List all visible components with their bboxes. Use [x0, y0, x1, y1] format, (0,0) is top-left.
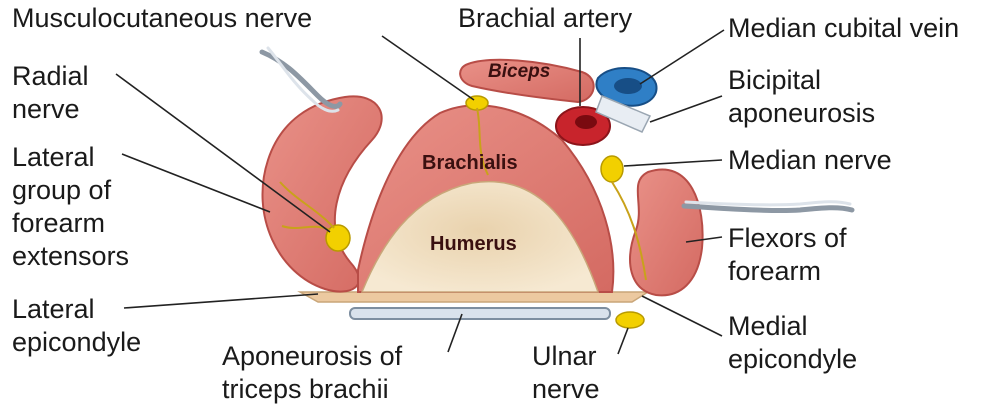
brachialis-label: Brachialis [422, 152, 518, 175]
median-nerve-dot [601, 156, 623, 182]
triceps-aponeurosis-band [350, 308, 610, 319]
lateral-epicondyle-label: Lateral epicondyle [12, 293, 141, 359]
cut-vein-right [684, 206, 852, 211]
aponeurosis-triceps-label: Aponeurosis of triceps brachii [222, 340, 402, 406]
humerus-label: Humerus [430, 233, 517, 256]
brachial-artery-label: Brachial artery [458, 2, 632, 35]
biceps-label: Biceps [488, 61, 550, 83]
flexors-of-forearm-label: Flexors of forearm [728, 222, 847, 288]
ulnar-nerve-label: Ulnar nerve [532, 340, 600, 406]
bicipital-aponeurosis-label: Bicipital aponeurosis [728, 64, 875, 130]
cut-vein-left [262, 52, 340, 106]
radial-nerve-label: Radial nerve [12, 60, 89, 126]
medial-epicondyle-label: Medial epicondyle [728, 310, 857, 376]
musculocutaneous-nerve-dot [466, 96, 488, 110]
lateral-group-extensors-label: Lateral group of forearm extensors [12, 141, 129, 273]
epicondyle-bar [300, 292, 648, 302]
median-cubital-vein-label: Median cubital vein [728, 12, 959, 45]
musculocutaneous-nerve-label: Musculocutaneous nerve [12, 2, 312, 35]
flexors-muscle [630, 169, 703, 295]
median-nerve-label: Median nerve [728, 144, 892, 177]
ulnar-nerve-dot [616, 312, 644, 328]
